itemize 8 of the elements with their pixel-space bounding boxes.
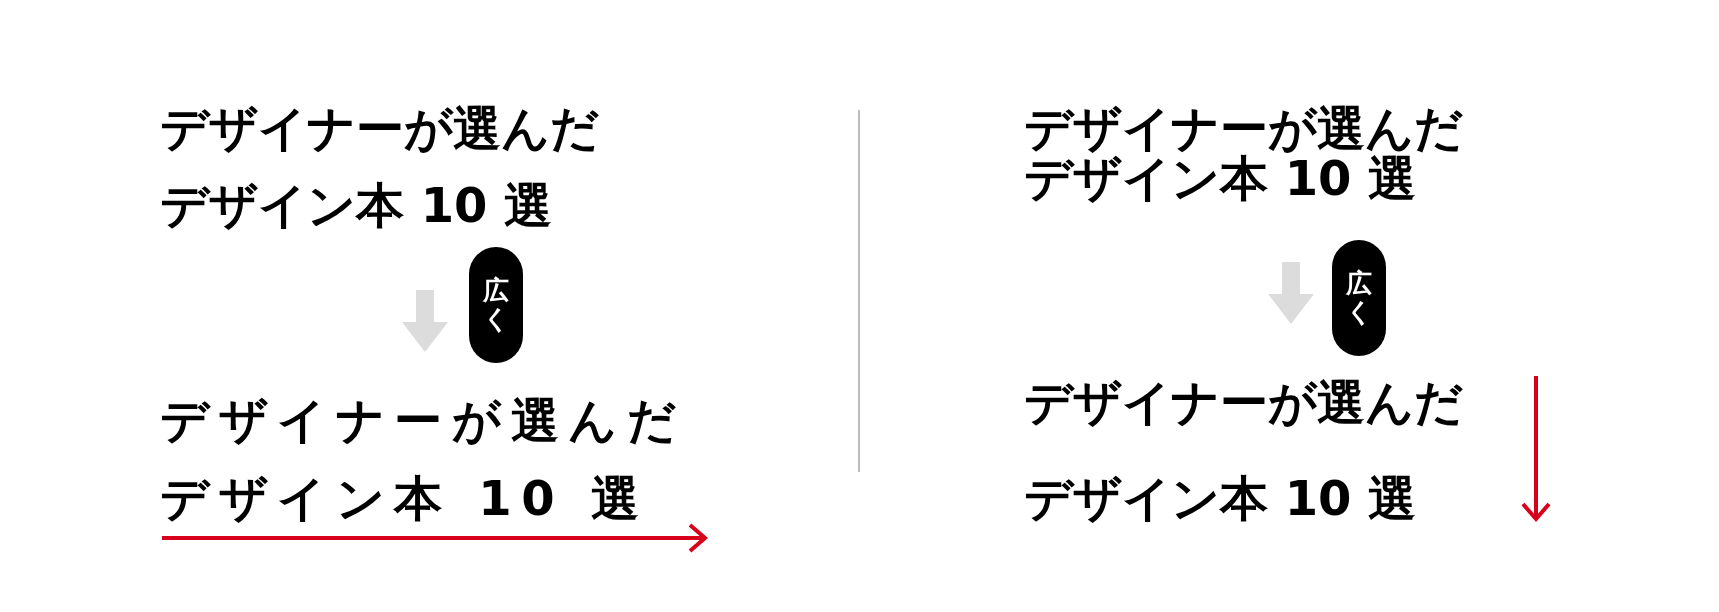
heading-line: デザイン本 10 選 <box>160 470 649 528</box>
pill-label: 広く <box>1332 240 1386 356</box>
heading-line: デザイナーが選んだ <box>160 100 599 158</box>
pill-label: 広く <box>469 247 523 363</box>
heading-line: デザイナーが選んだ <box>1024 374 1463 432</box>
heading-line: デザイン本 10 選 <box>1024 470 1417 528</box>
heading-line: デザイナーが選んだ <box>160 392 686 450</box>
heading-line: デザイン本 10 選 <box>160 177 553 235</box>
